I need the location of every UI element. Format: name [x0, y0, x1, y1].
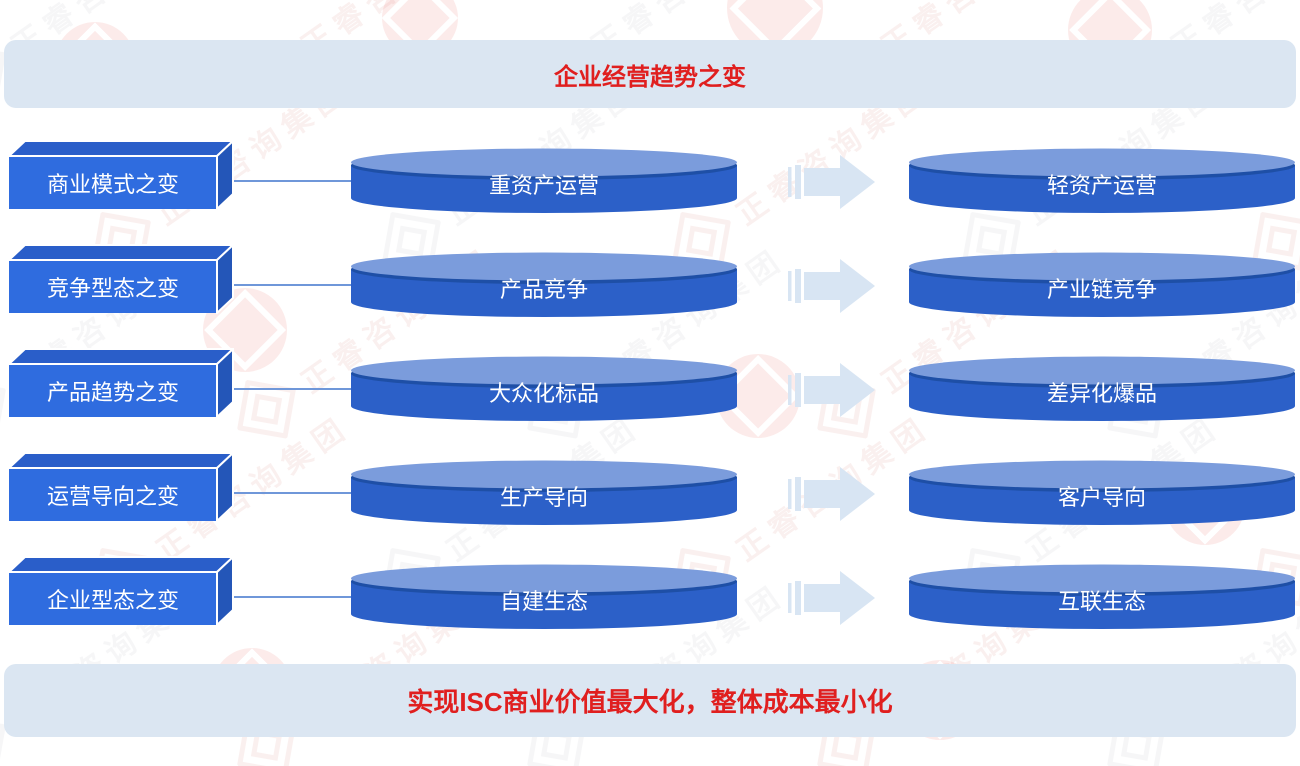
change-box-label: 产品趋势之变 — [46, 380, 179, 405]
connector-line — [234, 388, 352, 390]
to-label: 客户导向 — [1057, 485, 1146, 510]
change-box-label: 运营导向之变 — [46, 484, 179, 509]
change-box: 竞争型态之变 — [8, 244, 234, 314]
right-arrow-icon — [788, 152, 876, 212]
to-label: 差异化爆品 — [1046, 381, 1157, 406]
from-cylinder: 自建生态 — [350, 564, 738, 630]
change-box: 产品趋势之变 — [8, 348, 234, 418]
to-cylinder: 客户导向 — [908, 460, 1296, 526]
to-label: 轻资产运营 — [1046, 173, 1157, 198]
to-cylinder: 互联生态 — [908, 564, 1296, 630]
from-cylinder: 重资产运营 — [350, 148, 738, 214]
from-label: 重资产运营 — [488, 173, 599, 198]
trend-row: 运营导向之变 生产导向 客户导向 — [0, 452, 1300, 556]
from-label: 产品竞争 — [499, 277, 588, 302]
from-cylinder: 生产导向 — [350, 460, 738, 526]
change-box: 商业模式之变 — [8, 140, 234, 210]
connector-line — [234, 284, 352, 286]
trend-row: 竞争型态之变 产品竞争 产业链竞争 — [0, 244, 1300, 348]
right-arrow-icon — [788, 568, 876, 628]
right-arrow-icon — [788, 360, 876, 420]
footer-title: 实现ISC商业价值最大化，整体成本最小化 — [407, 687, 893, 717]
from-cylinder: 产品竞争 — [350, 252, 738, 318]
to-cylinder: 产业链竞争 — [908, 252, 1296, 318]
connector-line — [234, 596, 352, 598]
change-box-label: 商业模式之变 — [46, 172, 179, 197]
to-label: 产业链竞争 — [1046, 277, 1157, 302]
change-box-label: 企业型态之变 — [46, 588, 179, 613]
connector-line — [234, 492, 352, 494]
connector-line — [234, 180, 352, 182]
from-label: 大众化标品 — [488, 381, 599, 406]
header-banner: 企业经营趋势之变 — [4, 40, 1296, 108]
to-cylinder: 轻资产运营 — [908, 148, 1296, 214]
from-label: 生产导向 — [499, 485, 588, 510]
trend-row: 商业模式之变 重资产运营 轻资产运营 — [0, 140, 1300, 244]
page-title: 企业经营趋势之变 — [554, 63, 746, 91]
footer-banner: 实现ISC商业价值最大化，整体成本最小化 — [4, 664, 1296, 737]
from-cylinder: 大众化标品 — [350, 356, 738, 422]
trend-row: 产品趋势之变 大众化标品 差异化爆品 — [0, 348, 1300, 452]
trend-row: 企业型态之变 自建生态 互联生态 — [0, 556, 1300, 660]
change-box: 企业型态之变 — [8, 556, 234, 626]
change-box: 运营导向之变 — [8, 452, 234, 522]
right-arrow-icon — [788, 464, 876, 524]
change-box-label: 竞争型态之变 — [46, 276, 179, 301]
to-label: 互联生态 — [1057, 589, 1146, 614]
to-cylinder: 差异化爆品 — [908, 356, 1296, 422]
right-arrow-icon — [788, 256, 876, 316]
from-label: 自建生态 — [499, 589, 588, 614]
